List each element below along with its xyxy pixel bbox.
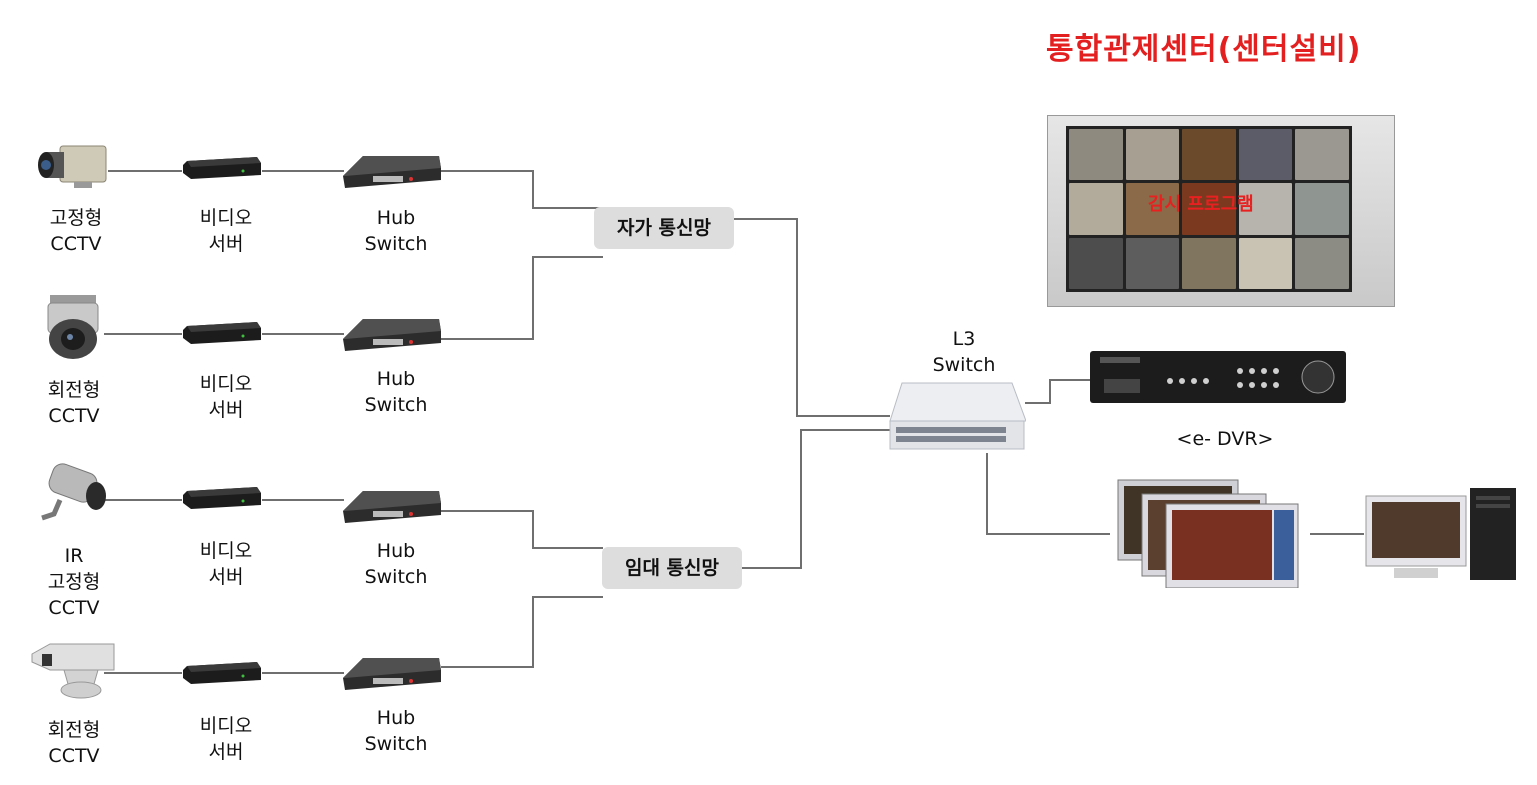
hub-switch-icon xyxy=(343,319,441,351)
video-server-icon xyxy=(183,487,261,509)
l3-switch-icon xyxy=(889,382,1026,450)
box-camera-icon xyxy=(38,145,107,188)
monitoring-pc-icon xyxy=(1365,488,1516,580)
hub-switch-label: Hub Switch xyxy=(364,207,428,255)
hub-switch-label: Hub Switch xyxy=(364,707,428,755)
leased-network-box: 임대 통신망 xyxy=(602,547,742,589)
video-server-label: 비디오 서버 xyxy=(199,540,253,588)
outdoor-ptz-camera-icon xyxy=(31,643,115,699)
monitoring-software-icon xyxy=(1117,479,1299,588)
video-server-icon xyxy=(183,322,261,344)
ir-bullet-camera-icon xyxy=(41,463,106,521)
hub-switch-icon xyxy=(343,658,441,690)
dome-camera-icon xyxy=(47,295,99,359)
monitor-screen xyxy=(1066,126,1352,292)
hub-switch-label: Hub Switch xyxy=(364,368,428,416)
hub-switch-icon xyxy=(343,491,441,523)
video-server-icon xyxy=(183,662,261,684)
video-wall-monitor: 감시 프로그램 xyxy=(1047,115,1395,307)
video-server-label: 비디오 서버 xyxy=(199,373,253,421)
camera-label: 고정형 CCTV xyxy=(49,207,103,255)
camera-label: IR 고정형 CCTV xyxy=(47,545,101,619)
video-server-icon xyxy=(183,157,261,179)
camera-label: 회전형 CCTV xyxy=(47,719,101,767)
video-server-label: 비디오 서버 xyxy=(199,715,253,763)
video-server-label: 비디오 서버 xyxy=(199,207,253,255)
l3-switch-label: L3 Switch xyxy=(932,328,996,376)
page-title: 통합관제센터(센터설비) xyxy=(1046,32,1362,67)
dvr-device-icon xyxy=(1090,351,1346,403)
camera-label: 회전형 CCTV xyxy=(47,379,101,427)
dvr-label: <e- DVR> xyxy=(1176,428,1274,450)
monitor-overlay-text: 감시 프로그램 xyxy=(1148,194,1254,215)
hub-switch-icon xyxy=(343,156,441,188)
hub-switch-label: Hub Switch xyxy=(364,540,428,588)
own-network-box: 자가 통신망 xyxy=(594,207,734,249)
